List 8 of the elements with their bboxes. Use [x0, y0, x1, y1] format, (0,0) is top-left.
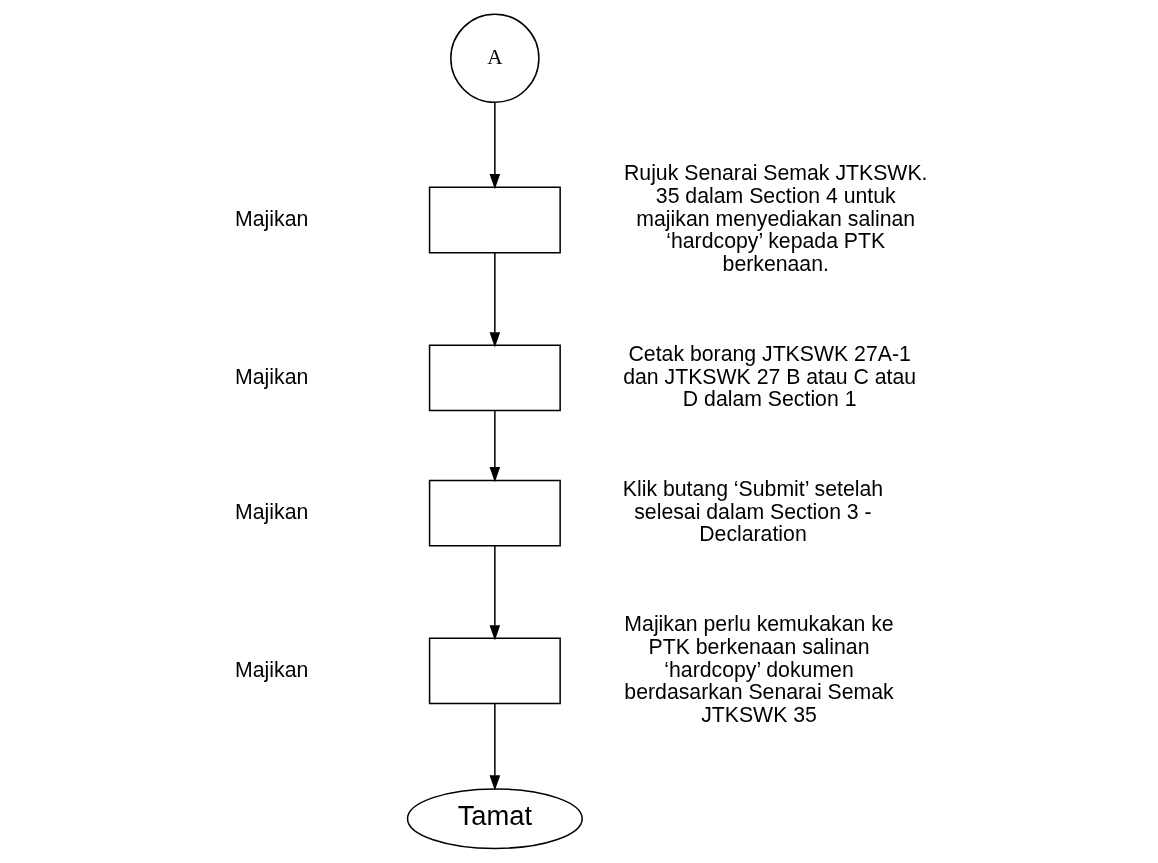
- node-label: Cetak borang JTKSWK 27A-1 dan JTKSWK 27 B atau C atau D dalam Section 1: [622, 341, 916, 412]
- label: Majikan: [234, 657, 308, 682]
- label: Majikan: [234, 206, 308, 231]
- node-label: Klik butang ‘Submit’ setelah selesai dalam Section 3 - Declaration: [622, 476, 883, 547]
- node-label: Majikan perlu kemukakan ke PTK berkenaan salinan ‘hardcopy’ dokumen berdasarkan Senarai Semak JTKSWK 35: [623, 612, 894, 728]
- label: Majikan: [234, 364, 308, 389]
- node-label: Rujuk Senarai Semak JTKSWK. 35 dalam Section 4 untuk majikan menyediakan salinan ‘hardcopy’ kepada PTK berkenaan.: [623, 161, 927, 277]
- label: Majikan: [234, 499, 308, 524]
